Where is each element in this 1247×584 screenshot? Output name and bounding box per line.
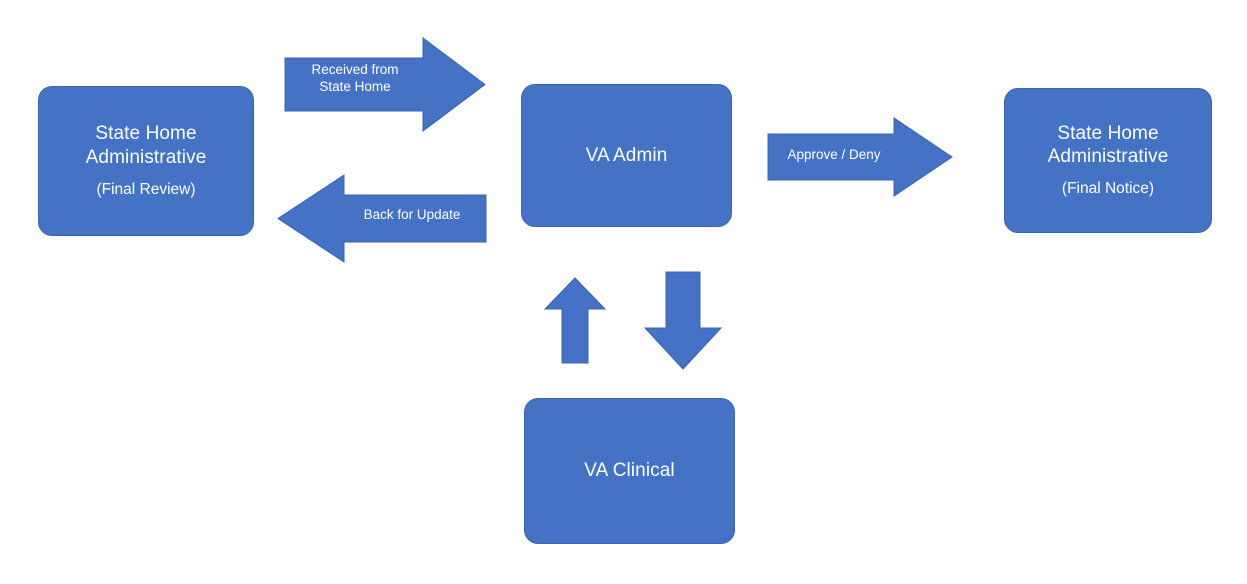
node-title: State Home Administrative <box>1047 122 1169 168</box>
node-va-clinical[interactable]: VA Clinical <box>524 398 735 544</box>
node-subtitle: (Final Review) <box>96 180 196 198</box>
arrow-received-from-state-home[interactable]: Received from State Home <box>284 37 486 132</box>
node-va-admin[interactable]: VA Admin <box>521 84 732 227</box>
node-subtitle: (Final Notice) <box>1061 180 1155 198</box>
left-arrow-icon <box>277 174 487 263</box>
right-arrow-icon <box>284 37 486 132</box>
node-state-home-final-notice[interactable]: State Home Administrative (Final Notice) <box>1004 88 1212 233</box>
arrow-back-for-update[interactable]: Back for Update <box>277 174 487 263</box>
node-title: VA Admin <box>585 144 668 166</box>
arrow-approve-deny[interactable]: Approve / Deny <box>767 117 953 197</box>
node-title: State Home Administrative <box>85 123 207 168</box>
node-state-home-final-review[interactable]: State Home Administrative (Final Review) <box>38 86 254 236</box>
arrow-clinical-to-admin[interactable] <box>543 277 607 364</box>
up-arrow-icon <box>543 277 607 364</box>
right-arrow-icon <box>767 117 953 197</box>
node-title: VA Clinical <box>584 460 675 482</box>
arrow-admin-to-clinical[interactable] <box>643 271 723 370</box>
down-arrow-icon <box>643 271 723 370</box>
